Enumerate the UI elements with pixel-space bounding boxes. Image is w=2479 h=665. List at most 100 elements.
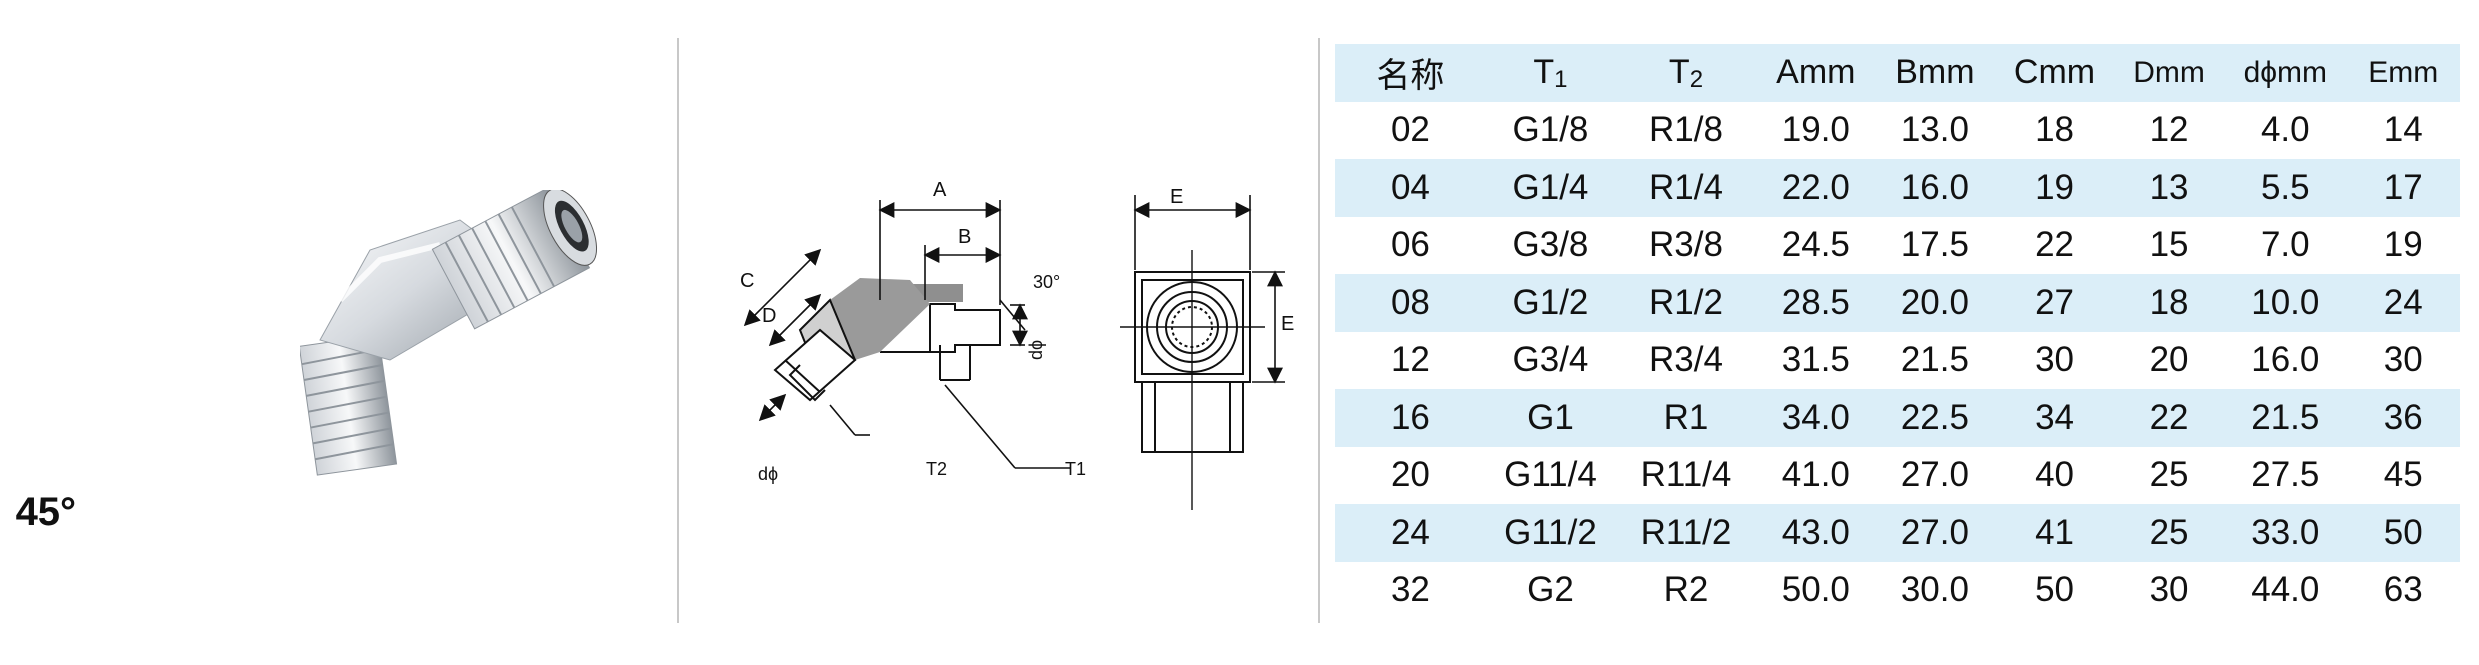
cell-t1: G1/2 xyxy=(1485,274,1616,332)
cell-d: 30 xyxy=(2149,570,2189,610)
cell-a: 22.0 xyxy=(1756,159,1875,217)
cell-t1: G1/8 xyxy=(1512,110,1589,150)
cell-d: 18 xyxy=(2114,274,2225,332)
spec-table: 名称 T1 T2 Amm Bmm Cmm Dmm dϕmm Emm 02 G1/8… xyxy=(1335,44,2460,619)
cell-dphi: 44.0 xyxy=(2251,570,2320,610)
cell-name: 08 xyxy=(1335,274,1486,332)
cell-t1: G11/2 xyxy=(1485,504,1616,562)
header-name: 名称 xyxy=(1335,44,1486,102)
technical-drawing: A B C D 30° dϕ dϕ T2 T1 E E xyxy=(740,179,1294,510)
header-e: Emm xyxy=(2346,44,2460,102)
cell-e: 50 xyxy=(2346,504,2460,562)
side-view xyxy=(773,278,1001,402)
label-D: D xyxy=(762,305,776,327)
cell-t1: G3/4 xyxy=(1512,340,1589,380)
cell-d: 12 xyxy=(2149,110,2189,150)
cell-b: 16.0 xyxy=(1874,159,1995,217)
lower-thread xyxy=(300,334,398,476)
header-a: Amm xyxy=(1756,44,1875,102)
cell-e: 63 xyxy=(2383,570,2423,610)
label-dphi-right: dϕ xyxy=(1026,340,1046,360)
cell-name: 24 xyxy=(1335,504,1486,562)
cell-c: 19 xyxy=(1995,159,2115,217)
cell-d: 25 xyxy=(2149,455,2189,495)
cell-t1: G1 xyxy=(1485,389,1616,447)
cell-d: 22 xyxy=(2114,389,2225,447)
cell-t2: R11/4 xyxy=(1640,455,1732,495)
cell-t2: R11/2 xyxy=(1615,504,1757,562)
label-T1: T1 xyxy=(1065,459,1086,479)
dimension-labels: A B C D 30° dϕ dϕ T2 T1 E E xyxy=(740,179,1294,484)
cell-c: 30 xyxy=(2035,340,2074,380)
cell-e: 30 xyxy=(2383,340,2423,380)
cell-e: 19 xyxy=(2383,225,2423,265)
cell-dphi: 21.5 xyxy=(2224,389,2347,447)
product-caption: 35 45° xyxy=(0,490,460,535)
cell-dphi: 16.0 xyxy=(2251,340,2320,380)
cell-a: 34.0 xyxy=(1756,389,1875,447)
label-angle: 30° xyxy=(1033,272,1060,292)
cell-b: 30.0 xyxy=(1900,570,1969,610)
cell-b: 27.0 xyxy=(1874,504,1995,562)
cell-t2: R1/8 xyxy=(1649,110,1723,150)
cell-name: 16 xyxy=(1335,389,1486,447)
cell-d: 13 xyxy=(2114,159,2225,217)
header-t1: T1 xyxy=(1485,44,1616,102)
cell-e: 45 xyxy=(2383,455,2423,495)
cell-t2: R3/4 xyxy=(1649,340,1723,380)
cell-name: 12 xyxy=(1390,340,1430,380)
cell-e: 24 xyxy=(2346,274,2460,332)
cell-dphi: 10.0 xyxy=(2224,274,2347,332)
cell-t2: R3/8 xyxy=(1649,225,1723,265)
cell-dphi: 7.0 xyxy=(2260,225,2310,265)
cell-dphi: 4.0 xyxy=(2260,110,2310,150)
cell-c: 34 xyxy=(1995,389,2115,447)
drawing-panel: A B C D 30° dϕ dϕ T2 T1 E E xyxy=(680,0,1320,665)
cell-b: 22.5 xyxy=(1874,389,1995,447)
cell-t2: R2 xyxy=(1663,570,1709,610)
cell-b: 17.5 xyxy=(1900,225,1969,265)
cell-dphi: 27.5 xyxy=(2251,455,2320,495)
cell-b: 21.5 xyxy=(1900,340,1969,380)
cell-name: 32 xyxy=(1390,570,1430,610)
divider-left xyxy=(677,38,679,623)
label-E-top: E xyxy=(1170,186,1183,208)
cell-t2: R1/4 xyxy=(1615,159,1757,217)
header-dphi: dϕmm xyxy=(2224,44,2347,102)
cell-a: 31.5 xyxy=(1781,340,1850,380)
cell-a: 28.5 xyxy=(1756,274,1875,332)
cell-name: 04 xyxy=(1335,159,1486,217)
cell-e: 14 xyxy=(2383,110,2423,150)
cell-t1: G3/8 xyxy=(1512,225,1589,265)
cell-name: 02 xyxy=(1390,110,1430,150)
cell-name: 20 xyxy=(1390,455,1430,495)
product-panel: 35 45° xyxy=(0,0,680,665)
cell-t1: G2 xyxy=(1527,570,1574,610)
cell-t2: R1 xyxy=(1615,389,1757,447)
header-c: Cmm xyxy=(1995,44,2115,102)
label-T2: T2 xyxy=(926,459,947,479)
cell-a: 19.0 xyxy=(1781,110,1850,150)
cell-e: 17 xyxy=(2346,159,2460,217)
divider-right xyxy=(1318,38,1320,623)
label-A: A xyxy=(933,179,947,201)
cell-a: 41.0 xyxy=(1781,455,1850,495)
table-header-row: 名称 T1 T2 Amm Bmm Cmm Dmm dϕmm Emm xyxy=(1335,44,2460,102)
cell-e: 36 xyxy=(2346,389,2460,447)
cell-t1: G1/4 xyxy=(1485,159,1616,217)
cell-c: 22 xyxy=(2035,225,2074,265)
label-dphi-bottom: dϕ xyxy=(758,464,778,484)
header-t2: T2 xyxy=(1615,44,1757,102)
cell-d: 25 xyxy=(2114,504,2225,562)
cell-d: 20 xyxy=(2149,340,2189,380)
cell-c: 27 xyxy=(1995,274,2115,332)
cell-a: 24.5 xyxy=(1781,225,1850,265)
cell-b: 27.0 xyxy=(1900,455,1969,495)
